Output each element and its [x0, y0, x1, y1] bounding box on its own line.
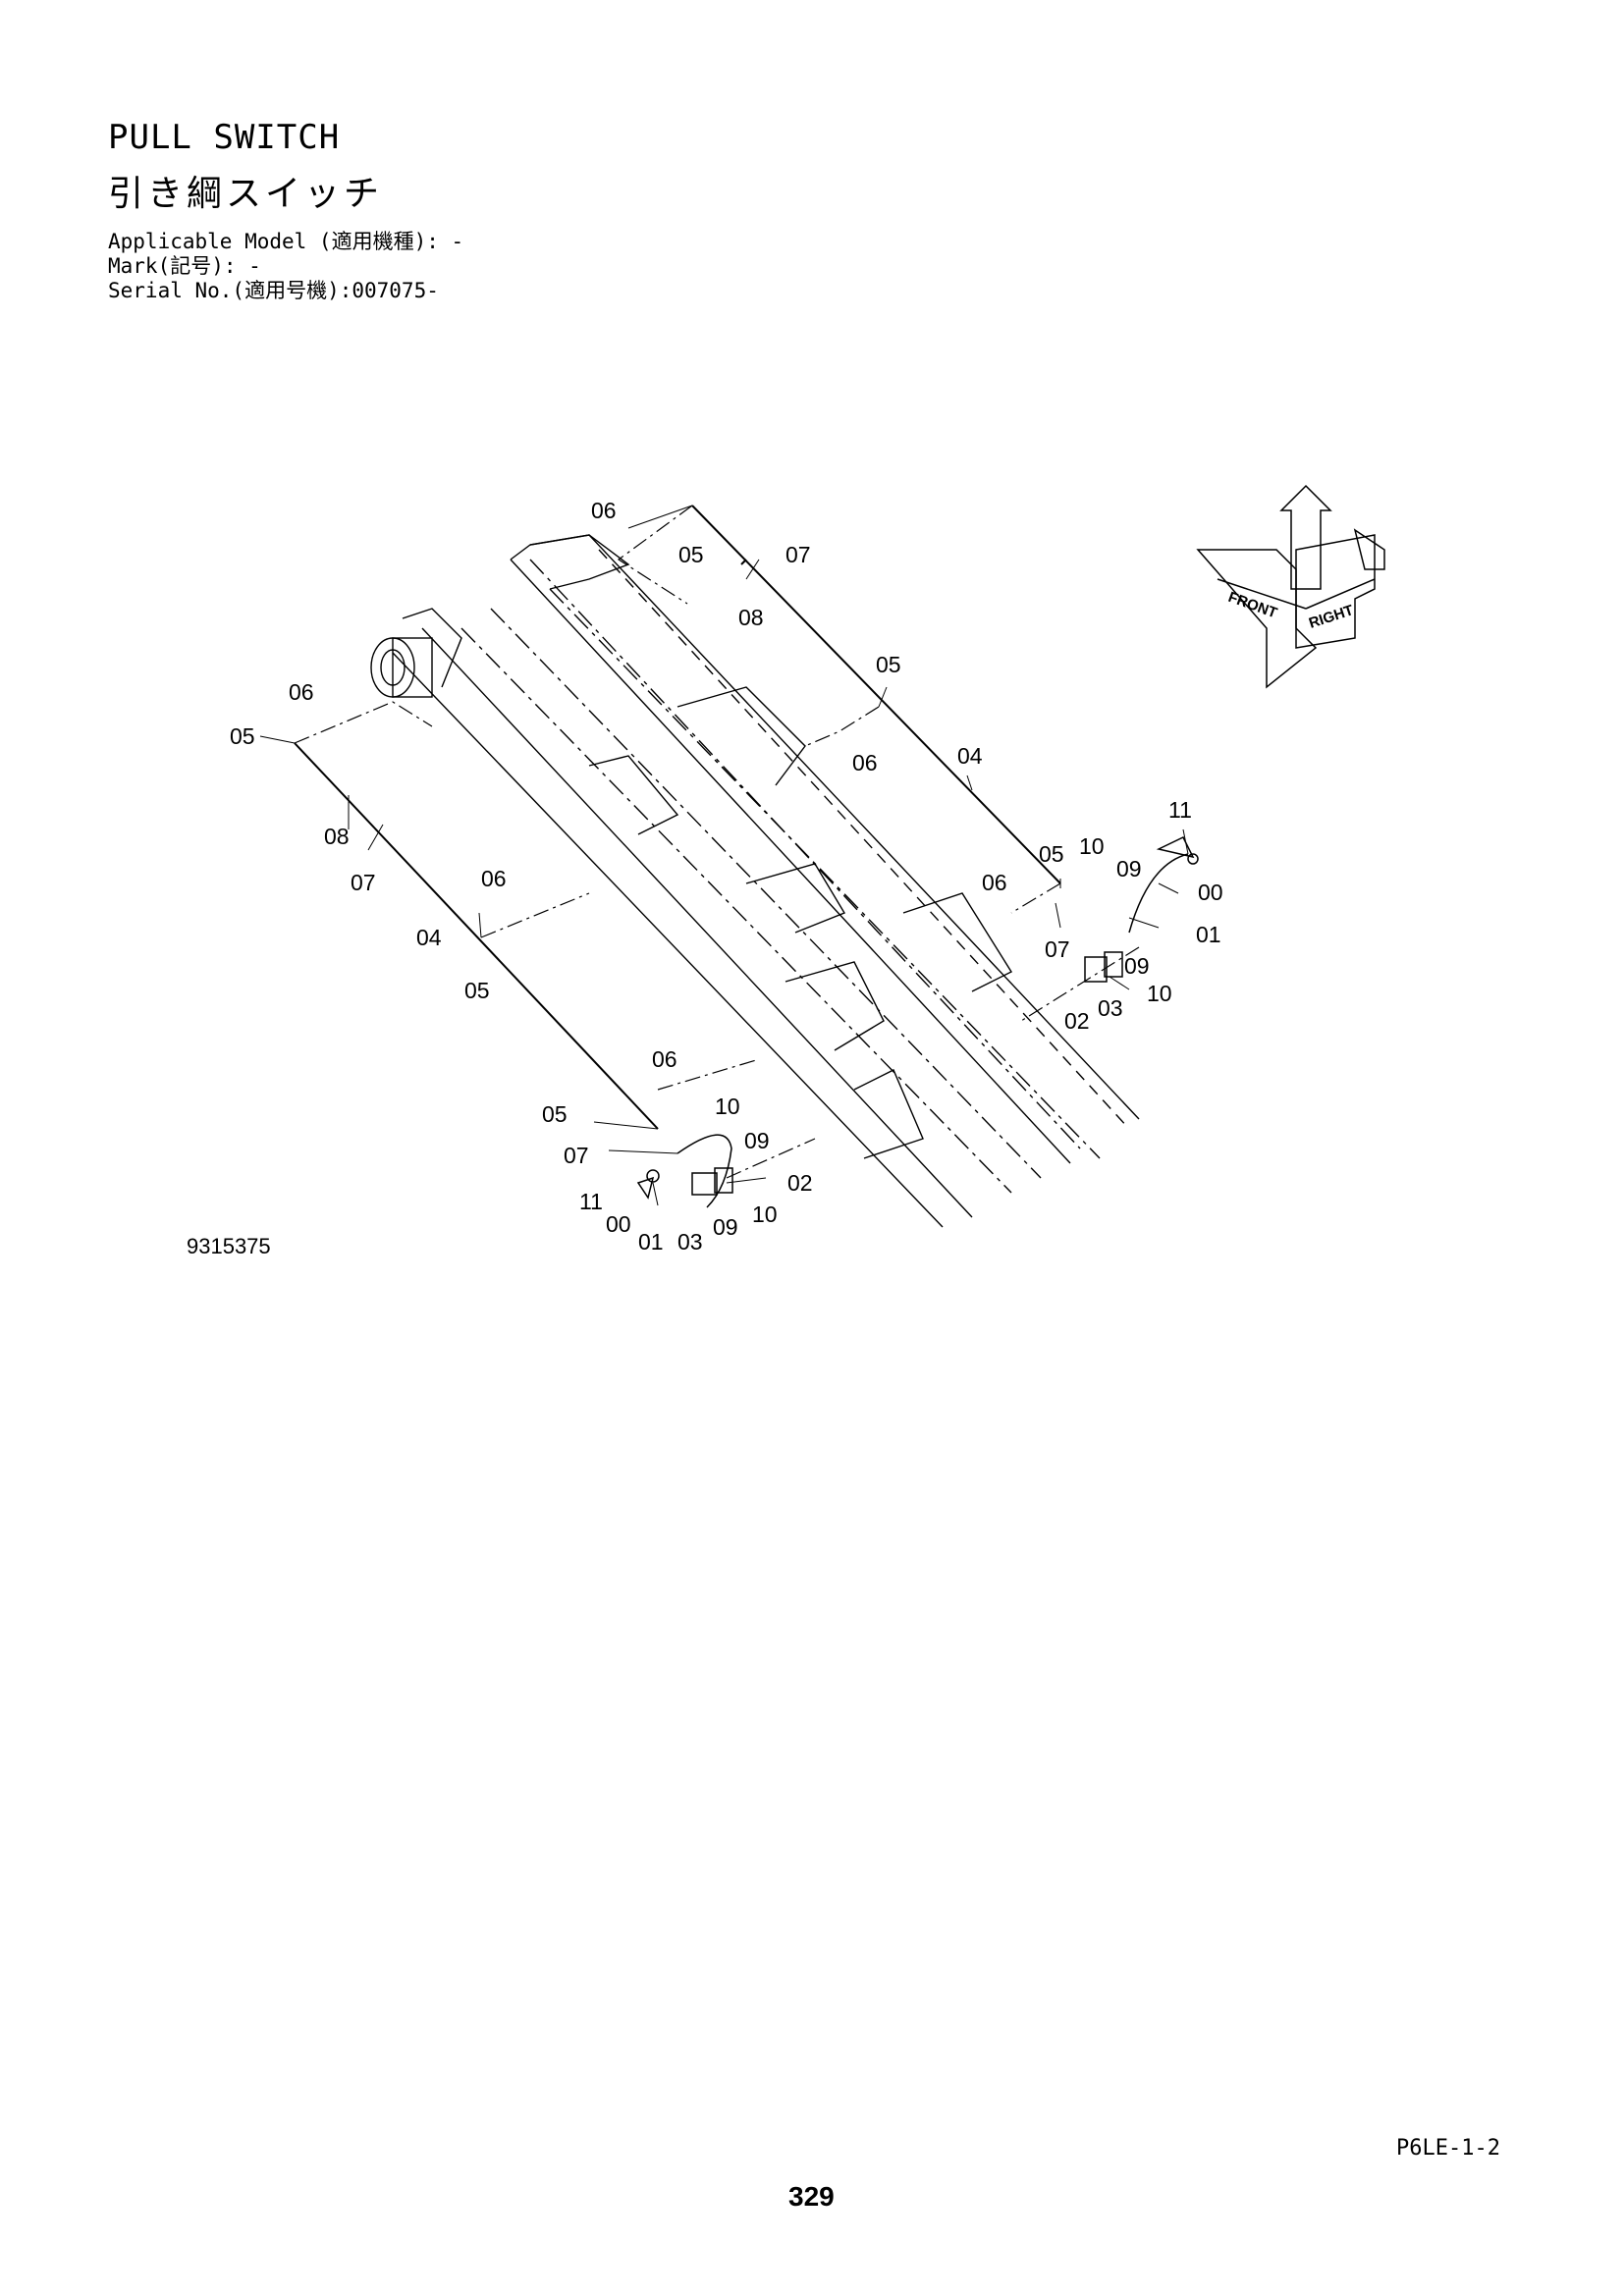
callout-label: 05	[1039, 841, 1064, 867]
lower-switch-assembly	[636, 1134, 733, 1208]
callout-label: 00	[606, 1211, 631, 1237]
attachment-lines	[294, 505, 1140, 1179]
callout-label: 05	[542, 1101, 568, 1127]
callout-label: 06	[852, 750, 878, 775]
callout-label: 09	[1124, 953, 1150, 979]
callout-label: 02	[1064, 1008, 1090, 1034]
callout-label: 00	[1198, 880, 1223, 905]
callout-label: 10	[1147, 981, 1172, 1006]
callout-label: 06	[591, 498, 617, 523]
orientation-indicator	[1196, 484, 1385, 689]
drive-motor	[370, 608, 462, 698]
callout-label: 09	[744, 1128, 770, 1153]
conveyor-frame	[392, 534, 1140, 1228]
callout-label: 05	[876, 652, 901, 677]
callout-labels: 06 05 07 08 05 06 04 06 05 08 07 06 04 0…	[230, 498, 1223, 1255]
callout-label: 11	[1168, 797, 1192, 823]
callout-label: 08	[324, 824, 350, 849]
page-number: 329	[788, 2181, 835, 2212]
page-title-japanese: 引き綱スイッチ	[108, 174, 384, 214]
callout-label: 06	[289, 679, 314, 705]
callout-label: 04	[416, 925, 442, 950]
callout-label: 02	[787, 1170, 813, 1196]
page-code: P6LE-1-2	[1396, 2136, 1500, 2161]
page-title: PULL SWITCH	[108, 118, 341, 157]
mark-label: Mark(記号): -	[108, 254, 261, 278]
serial-number: Serial No.(適用号機):007075-	[108, 279, 439, 302]
callout-label: 05	[464, 978, 490, 1003]
right-arrow-label: RIGHT	[1307, 602, 1356, 632]
callout-label: 07	[785, 542, 811, 567]
callout-label: 05	[230, 723, 255, 749]
upper-switch-assembly	[1084, 836, 1199, 983]
callout-label: 07	[1045, 936, 1070, 962]
callout-label: 07	[351, 870, 376, 895]
callout-label: 03	[677, 1229, 703, 1255]
applicable-model: Applicable Model (適用機種): -	[108, 230, 464, 253]
callout-label: 11	[579, 1189, 603, 1214]
callout-label: 08	[738, 605, 764, 630]
callout-label: 09	[1116, 856, 1142, 881]
pull-rope-lower	[294, 742, 659, 1130]
pull-rope-upper	[691, 505, 1061, 884]
callout-label: 06	[652, 1046, 677, 1072]
callout-label: 01	[638, 1229, 664, 1255]
callout-label: 10	[1079, 833, 1105, 859]
callout-label: 10	[715, 1094, 740, 1119]
figure-number: 9315375	[187, 1234, 271, 1258]
callout-label: 10	[752, 1201, 778, 1227]
callout-label: 07	[564, 1143, 589, 1168]
callout-label: 06	[982, 870, 1007, 895]
callout-label: 09	[713, 1214, 738, 1240]
front-arrow-label: FRONT	[1226, 589, 1279, 622]
callout-label: 01	[1196, 922, 1221, 947]
callout-label: 03	[1098, 995, 1123, 1021]
callout-label: 06	[481, 866, 507, 891]
leader-lines	[259, 505, 1189, 1206]
callout-label: 05	[678, 542, 704, 567]
callout-label: 04	[957, 743, 983, 769]
